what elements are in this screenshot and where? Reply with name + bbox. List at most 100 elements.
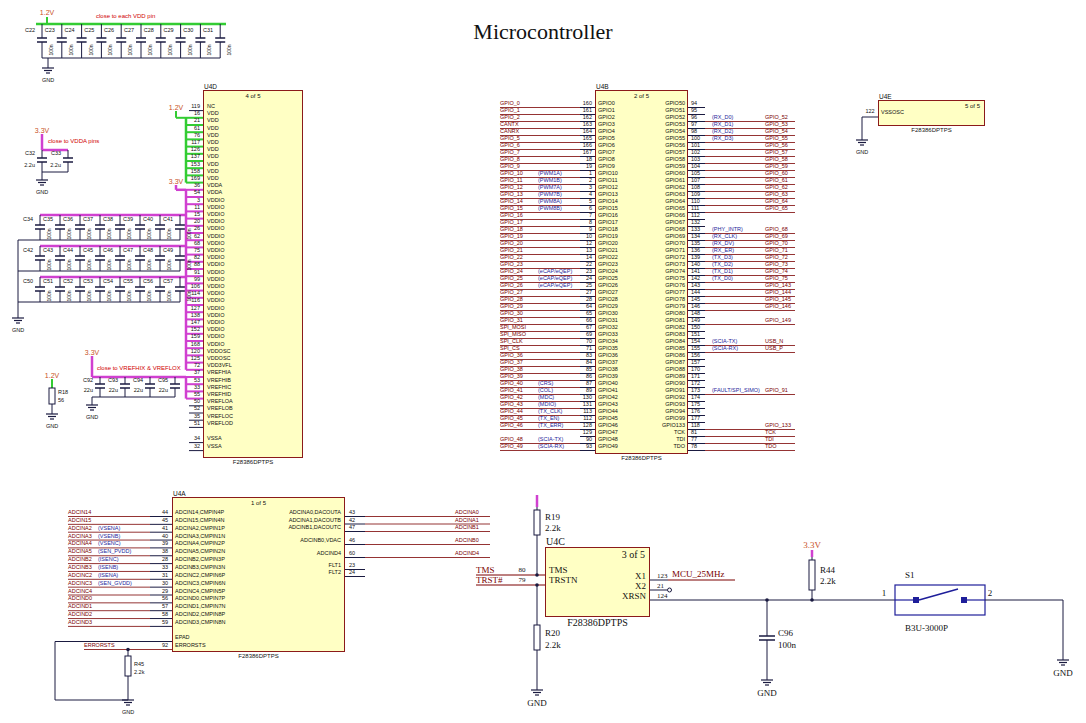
ground-symbol [533,692,541,693]
wire [40,215,41,225]
schematic-label: close to each VDD pin [96,13,155,19]
schematic-label: TRSTN [549,576,578,585]
schematic-label: GPIO_59 [765,164,788,170]
schematic-label: 52 [194,407,200,413]
schematic-label: GPIO76 [665,283,685,289]
schematic-label: NC [207,104,215,110]
schematic-label: (RX_D3) [712,136,733,142]
schematic-label: VDD [207,126,219,132]
schematic-label: 100n [167,259,172,270]
schematic-label: GPIO67 [665,220,685,226]
capacitor-plate [759,635,775,637]
schematic-label: VDDIO [207,198,224,204]
ground-symbol [858,142,866,143]
schematic-label: 100n [147,290,152,301]
schematic-label: 100n [68,44,73,55]
wire [40,229,41,240]
schematic-label: C55 [123,279,133,285]
schematic-label: 35 [194,414,200,420]
schematic-label: 100n [107,290,112,301]
schematic-label: GPIO43 [598,402,618,408]
ground-symbol [46,413,58,414]
net-wire [705,436,795,437]
schematic-label: GPIO3 [598,122,615,128]
wire [180,277,181,287]
wire [120,229,121,240]
schematic-label: GPIO10 [598,171,618,177]
wire [180,215,181,225]
schematic-label: 113 [583,409,592,415]
wire [650,580,668,581]
capacitor-plate [96,37,106,39]
wire [18,271,180,272]
schematic-label: ADCINA2 [68,526,92,532]
schematic-label: 145 [691,297,700,303]
schematic-label: GND [86,415,98,421]
switch-contact [961,597,967,603]
schematic-label: ADCINB1,DACOUTC [288,525,341,531]
wire [767,600,768,636]
ground-symbol [40,184,44,185]
schematic-label: 100n [778,641,796,650]
schematic-label: GPIO89 [665,374,685,380]
schematic-label: C22 [25,28,35,34]
wire [55,642,56,701]
power-rail [40,245,186,248]
wire [42,172,68,173]
schematic-label: (ISENA) [98,573,118,579]
capacitor-plate [170,383,180,385]
schematic-label: 69 [586,332,592,338]
schematic-label: GPIO_71 [765,248,788,254]
schematic-label: GPIO81 [665,318,685,324]
ground-symbol [50,418,54,419]
schematic-label: ADCIN14 [68,510,91,516]
pin-stub [150,618,172,619]
ground-symbol [1061,664,1065,665]
schematic-label: GPIO18 [598,227,618,233]
schematic-label: (TX_D2) [712,262,733,268]
schematic-label: VDDIO [207,335,224,341]
schematic-label: GPIO_27 [500,290,523,296]
schematic-label: GPIO34 [598,339,618,345]
ground-symbol [765,684,769,685]
schematic-label: 165 [583,136,592,142]
schematic-label: 2.2u [50,163,61,169]
schematic-label: 136 [691,248,700,254]
ground-symbol [761,679,773,680]
schematic-label: GND [42,78,54,84]
schematic-label: GPIO1 [598,108,615,114]
schematic-label: 97 [691,122,697,128]
schematic-label: VDD [207,176,219,182]
schematic-label: 135 [691,241,700,247]
capacitor-plate [155,255,165,257]
schematic-label: 125 [191,356,200,362]
wire [80,246,81,256]
schematic-label: 131 [583,402,592,408]
schematic-label: 2.2u [24,163,35,169]
schematic-label: GPIO_75 [765,276,788,282]
schematic-label: 109 [691,192,700,198]
schematic-label: C43 [43,248,53,254]
schematic-label: GPIO_60 [765,171,788,177]
schematic-label: GPIO44 [598,409,618,415]
no-connect [668,588,672,592]
schematic-label: VREFHIA [207,371,231,377]
wire [40,291,41,302]
power-rail [40,214,186,217]
schematic-label: C94 [133,378,143,384]
schematic-label: GPIO_18 [500,227,523,233]
schematic-label: 4 [589,192,592,198]
schematic-label: VDDIO [207,342,224,348]
wire [180,260,181,271]
schematic-label: 6 [589,206,592,212]
capacitor-plate [175,255,185,257]
wire [767,640,768,680]
net-wire [500,429,580,430]
schematic-label: (RX_D0) [712,115,733,121]
wire [100,388,101,397]
resistor-symbol [534,510,540,535]
capacitor-plate [195,37,205,39]
schematic-label: (PWM8A) [538,199,562,205]
schematic-label: 150 [691,325,700,331]
schematic-label: VREFHIC [207,385,231,391]
